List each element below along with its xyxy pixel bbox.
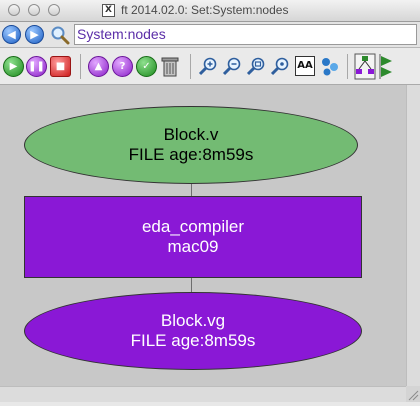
x11-logo-icon: X [102, 4, 115, 17]
node-subtitle: mac09 [167, 237, 219, 256]
tree-layout-icon[interactable] [354, 53, 376, 80]
play-button[interactable]: ▶ [3, 56, 24, 77]
question-icon: ? [119, 61, 126, 72]
node-title: Block.vg [160, 311, 226, 330]
up-button[interactable]: ▲ [88, 56, 109, 77]
horizontal-scrollbar[interactable] [0, 386, 406, 402]
toolbar-separator [190, 54, 191, 79]
node-title: eda_compiler [141, 217, 245, 236]
window-title: ft 2014.02.0: Set:System:nodes [121, 3, 289, 17]
toolbar: ▶ ❚❚ ■ ▲ ? ✓ AA [0, 48, 420, 85]
toolbar-separator [80, 54, 81, 79]
stop-icon: ■ [55, 61, 66, 72]
magnifier-icon[interactable] [50, 25, 70, 45]
zoom-out-icon[interactable] [222, 56, 243, 77]
zoom-reset-icon[interactable] [270, 56, 291, 77]
stop-button[interactable]: ■ [50, 56, 71, 77]
title-bar: X ft 2014.02.0: Set:System:nodes [0, 0, 420, 22]
node-subtitle: FILE age:8m59s [128, 145, 254, 164]
vertical-scrollbar[interactable] [406, 85, 420, 386]
edge-connector [191, 278, 192, 292]
expand-right-icon[interactable] [378, 53, 398, 80]
node-subtitle: FILE age:8m59s [130, 331, 256, 350]
resize-grip-icon[interactable] [406, 386, 420, 402]
graph-node-task[interactable]: eda_compiler mac09 [24, 196, 362, 278]
edge-connector [191, 184, 192, 196]
help-button[interactable]: ? [112, 56, 133, 77]
check-icon: ✓ [142, 61, 151, 72]
pause-icon: ❚❚ [28, 61, 45, 72]
up-arrow-icon: ▲ [94, 61, 103, 72]
zoom-window-button[interactable] [48, 4, 60, 16]
graph-node-file[interactable]: Block.v FILE age:8m59s [24, 106, 358, 184]
pause-button[interactable]: ❚❚ [26, 56, 47, 77]
graph-node-file[interactable]: Block.vg FILE age:8m59s [24, 292, 362, 370]
back-button[interactable]: ◀ [2, 25, 21, 44]
zoom-in-icon[interactable] [198, 56, 219, 77]
left-arrow-icon: ◀ [7, 28, 16, 41]
forward-button[interactable]: ▶ [25, 25, 44, 44]
trash-icon[interactable] [160, 55, 180, 78]
check-button[interactable]: ✓ [136, 56, 157, 77]
minimize-window-button[interactable] [28, 4, 40, 16]
close-window-button[interactable] [8, 4, 20, 16]
node-title: Block.v [163, 125, 219, 144]
path-input[interactable]: System:nodes [74, 24, 417, 45]
toolbar-separator [347, 54, 348, 79]
play-icon: ▶ [9, 61, 18, 72]
graph-layout-icon[interactable] [320, 56, 340, 77]
font-size-button[interactable]: AA [295, 56, 315, 76]
navigation-bar: ◀ ▶ System:nodes [0, 22, 420, 48]
zoom-fit-icon[interactable] [246, 56, 267, 77]
right-arrow-icon: ▶ [30, 28, 39, 41]
